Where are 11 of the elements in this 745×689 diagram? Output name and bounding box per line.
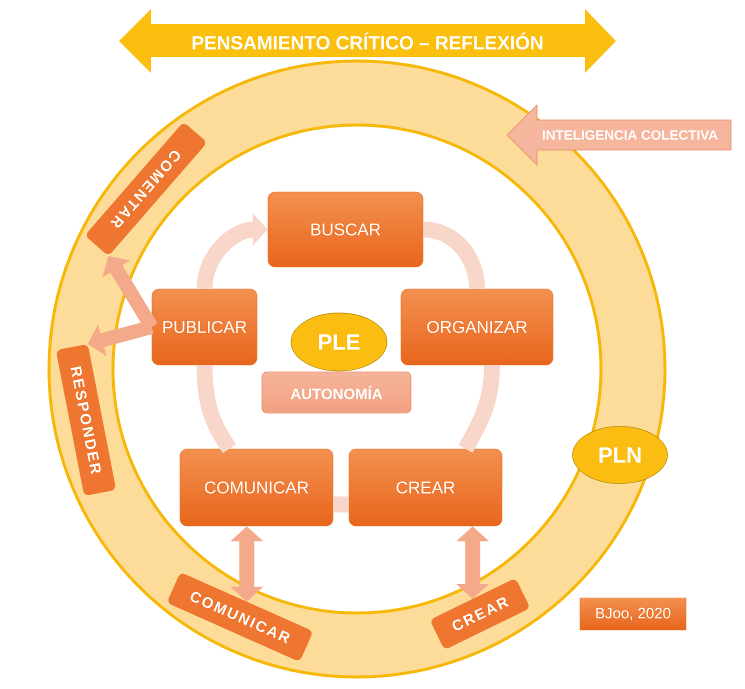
- label-box: AUTONOMÍA: [262, 372, 412, 414]
- process-box: BUSCAR: [268, 192, 424, 268]
- process-box: CREAR: [348, 448, 502, 526]
- arc-band: [458, 365, 500, 453]
- arc-band: [333, 496, 349, 512]
- process-box: COMUNICAR: [180, 448, 334, 526]
- process-box: PUBLICAR: [152, 288, 258, 366]
- arc-band: [196, 365, 236, 454]
- double-arrow-banner: PENSAMIENTO CRÍTICO – REFLEXIÓN: [119, 9, 616, 73]
- credit-box: BJoo, 2020: [580, 598, 686, 630]
- process-box: ORGANIZAR: [400, 288, 554, 366]
